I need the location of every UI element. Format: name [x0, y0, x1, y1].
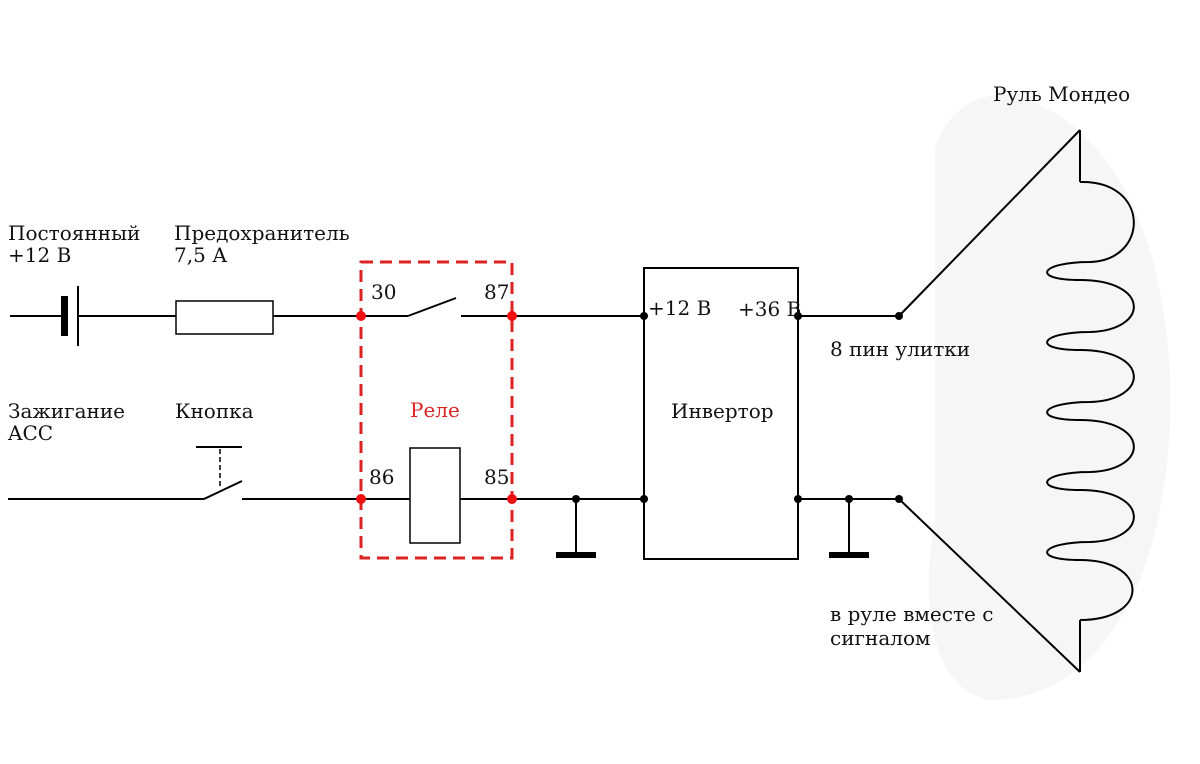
button-switch-blade [203, 480, 243, 500]
button-label: Кнопка [175, 399, 254, 423]
relay-label: Реле [410, 398, 460, 422]
heating-coil [1046, 180, 1135, 621]
steering-wheel-background [928, 94, 1171, 700]
relay-outline [359, 260, 514, 560]
fuse-body [175, 300, 274, 335]
fuse-label-2: 7,5 А [174, 243, 227, 267]
relay-pin-85-dot [507, 494, 517, 504]
inverter-in-plus-dot [640, 312, 648, 320]
relay-pin-87-label: 87 [484, 280, 509, 304]
inverter-input-label: +12 В [648, 296, 711, 320]
steering-wheel-label: Руль Мондео [993, 82, 1130, 106]
ground-symbol-2 [829, 552, 869, 558]
pin8-label: 8 пин улитки [830, 337, 970, 361]
signal-label-2: сигналом [830, 626, 931, 650]
junction-dot-ground-1 [572, 495, 580, 503]
relay-switch-blade [407, 297, 457, 317]
fuse-label-1: Предохранитель [174, 221, 350, 245]
inverter-output-label: +36 В [738, 297, 801, 321]
battery-negative-plate [61, 296, 68, 336]
inverter-in-minus-dot [640, 495, 648, 503]
inverter-label: Инвертор [671, 399, 774, 423]
flare-lower [898, 498, 1081, 673]
flare-upper [898, 129, 1081, 317]
ground-symbol-1 [556, 552, 596, 558]
inverter-box [643, 267, 799, 560]
power-source-label-1: Постоянный [8, 221, 140, 245]
power-source-label-2: +12 В [8, 243, 71, 267]
relay-pin-87-dot [507, 311, 517, 321]
relay-pin-30-dot [356, 311, 366, 321]
signal-label-1: в руле вместе с [830, 602, 993, 626]
ignition-label-2: ACC [7, 421, 53, 445]
relay-pin-86-dot [356, 494, 366, 504]
ignition-label-1: Зажигание [8, 399, 125, 423]
relay-pin-86-label: 86 [369, 465, 394, 489]
relay-pin-85-label: 85 [484, 465, 509, 489]
junction-dot-ground-2 [845, 495, 853, 503]
relay-coil [409, 447, 461, 544]
relay-pin-30-label: 30 [371, 280, 396, 304]
